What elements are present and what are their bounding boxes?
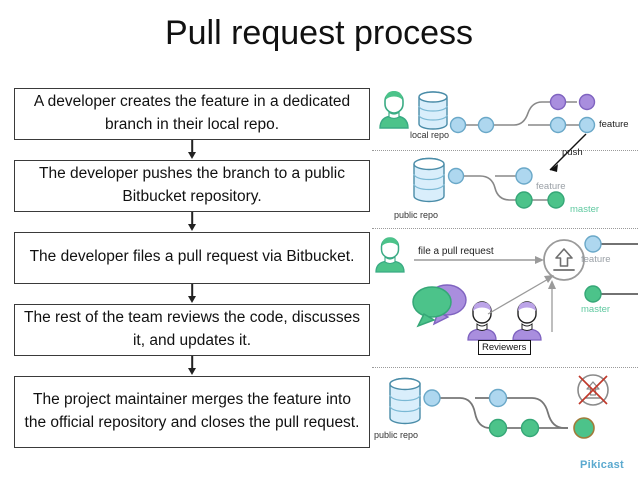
arrow-line [191,356,193,370]
diagram-row-public-repo: public repo feature master [372,154,638,228]
developer-avatar-icon [375,237,405,273]
commit-graph-icon [458,101,587,126]
flow-step-3-text: The developer files a pull request via B… [29,248,355,266]
arrow-line [191,284,193,298]
row3-feature-label: feature [581,254,611,265]
row4-graphics [389,374,609,439]
flow-step-1-text: A developer creates the feature in a ded… [33,92,351,133]
flow-step-2[interactable]: The developer pushes the branch to a pub… [14,160,370,212]
commit-nodes [423,388,595,439]
page-title: Pull request process [164,14,474,52]
closed-pull-request-icon [577,374,609,406]
speech-bubble-icon [412,284,467,328]
watermark-logo: Pikicast [580,459,624,471]
reviewer-arrows-icon [487,275,556,332]
developer-avatar-icon [379,91,409,129]
diagram-divider-2 [372,228,638,229]
reviewer-avatar-icon [512,301,542,341]
row4-repo-caption: public repo [374,430,419,440]
row1-feature-label: feature [599,119,629,130]
row3-graphics [375,235,638,341]
repository-cylinder-icon [418,91,448,130]
flow-arrow-1-2 [14,140,370,160]
flow-step-2-text: The developer pushes the branch to a pub… [39,164,345,205]
process-flow: A developer creates the feature in a ded… [14,88,370,448]
flow-step-4[interactable]: The rest of the team reviews the code, d… [14,304,370,356]
commit-nodes [449,93,596,134]
branch-stub-icon [584,235,638,303]
row2-master-label: master [570,204,600,215]
diagram-row-pull-request: file a pull request Reviewers feature ma… [372,232,638,367]
arrow-line [191,140,193,154]
flow-arrow-2-3 [14,212,370,232]
pull-request-upload-icon [543,239,585,281]
row1-repo-caption: local repo [410,130,450,140]
flow-arrow-4-5 [14,356,370,376]
flow-arrow-3-4 [14,284,370,304]
reviewer-avatar-icon [467,301,497,341]
file-pull-request-arrow-icon [414,256,544,264]
file-pull-request-label: file a pull request [418,246,494,257]
diagram-row-local-repo: local repo feature [372,84,638,150]
flow-step-1[interactable]: A developer creates the feature in a ded… [14,88,370,140]
arrow-head-icon [188,152,196,159]
row3-master-label: master [581,304,611,315]
commit-nodes [447,167,565,209]
arrow-head-icon [188,224,196,231]
row2-repo-caption: public repo [394,210,439,220]
repository-cylinder-icon [413,157,445,203]
diagram-divider-1 [372,150,638,151]
diagram-row-merge: public repo [372,372,638,472]
row2-graphics [413,157,565,209]
push-label: push [562,147,583,158]
diagram-divider-3 [372,367,638,368]
row2-feature-label: feature [536,181,566,192]
arrow-head-icon [188,368,196,375]
flow-step-4-text: The rest of the team reviews the code, d… [24,308,360,349]
push-arrow-icon [549,133,587,172]
flow-step-5[interactable]: The project maintainer merges the featur… [14,376,370,448]
reviewers-label-box: Reviewers [478,340,532,355]
row1-graphics [379,91,596,134]
arrow-line [191,212,193,226]
flow-step-3[interactable]: The developer files a pull request via B… [14,232,370,284]
repository-cylinder-icon [389,377,421,425]
git-diagram: local repo feature push [372,84,638,474]
arrow-head-icon [188,296,196,303]
flow-step-5-text: The project maintainer merges the featur… [24,390,360,431]
commit-graph-icon [456,175,548,201]
